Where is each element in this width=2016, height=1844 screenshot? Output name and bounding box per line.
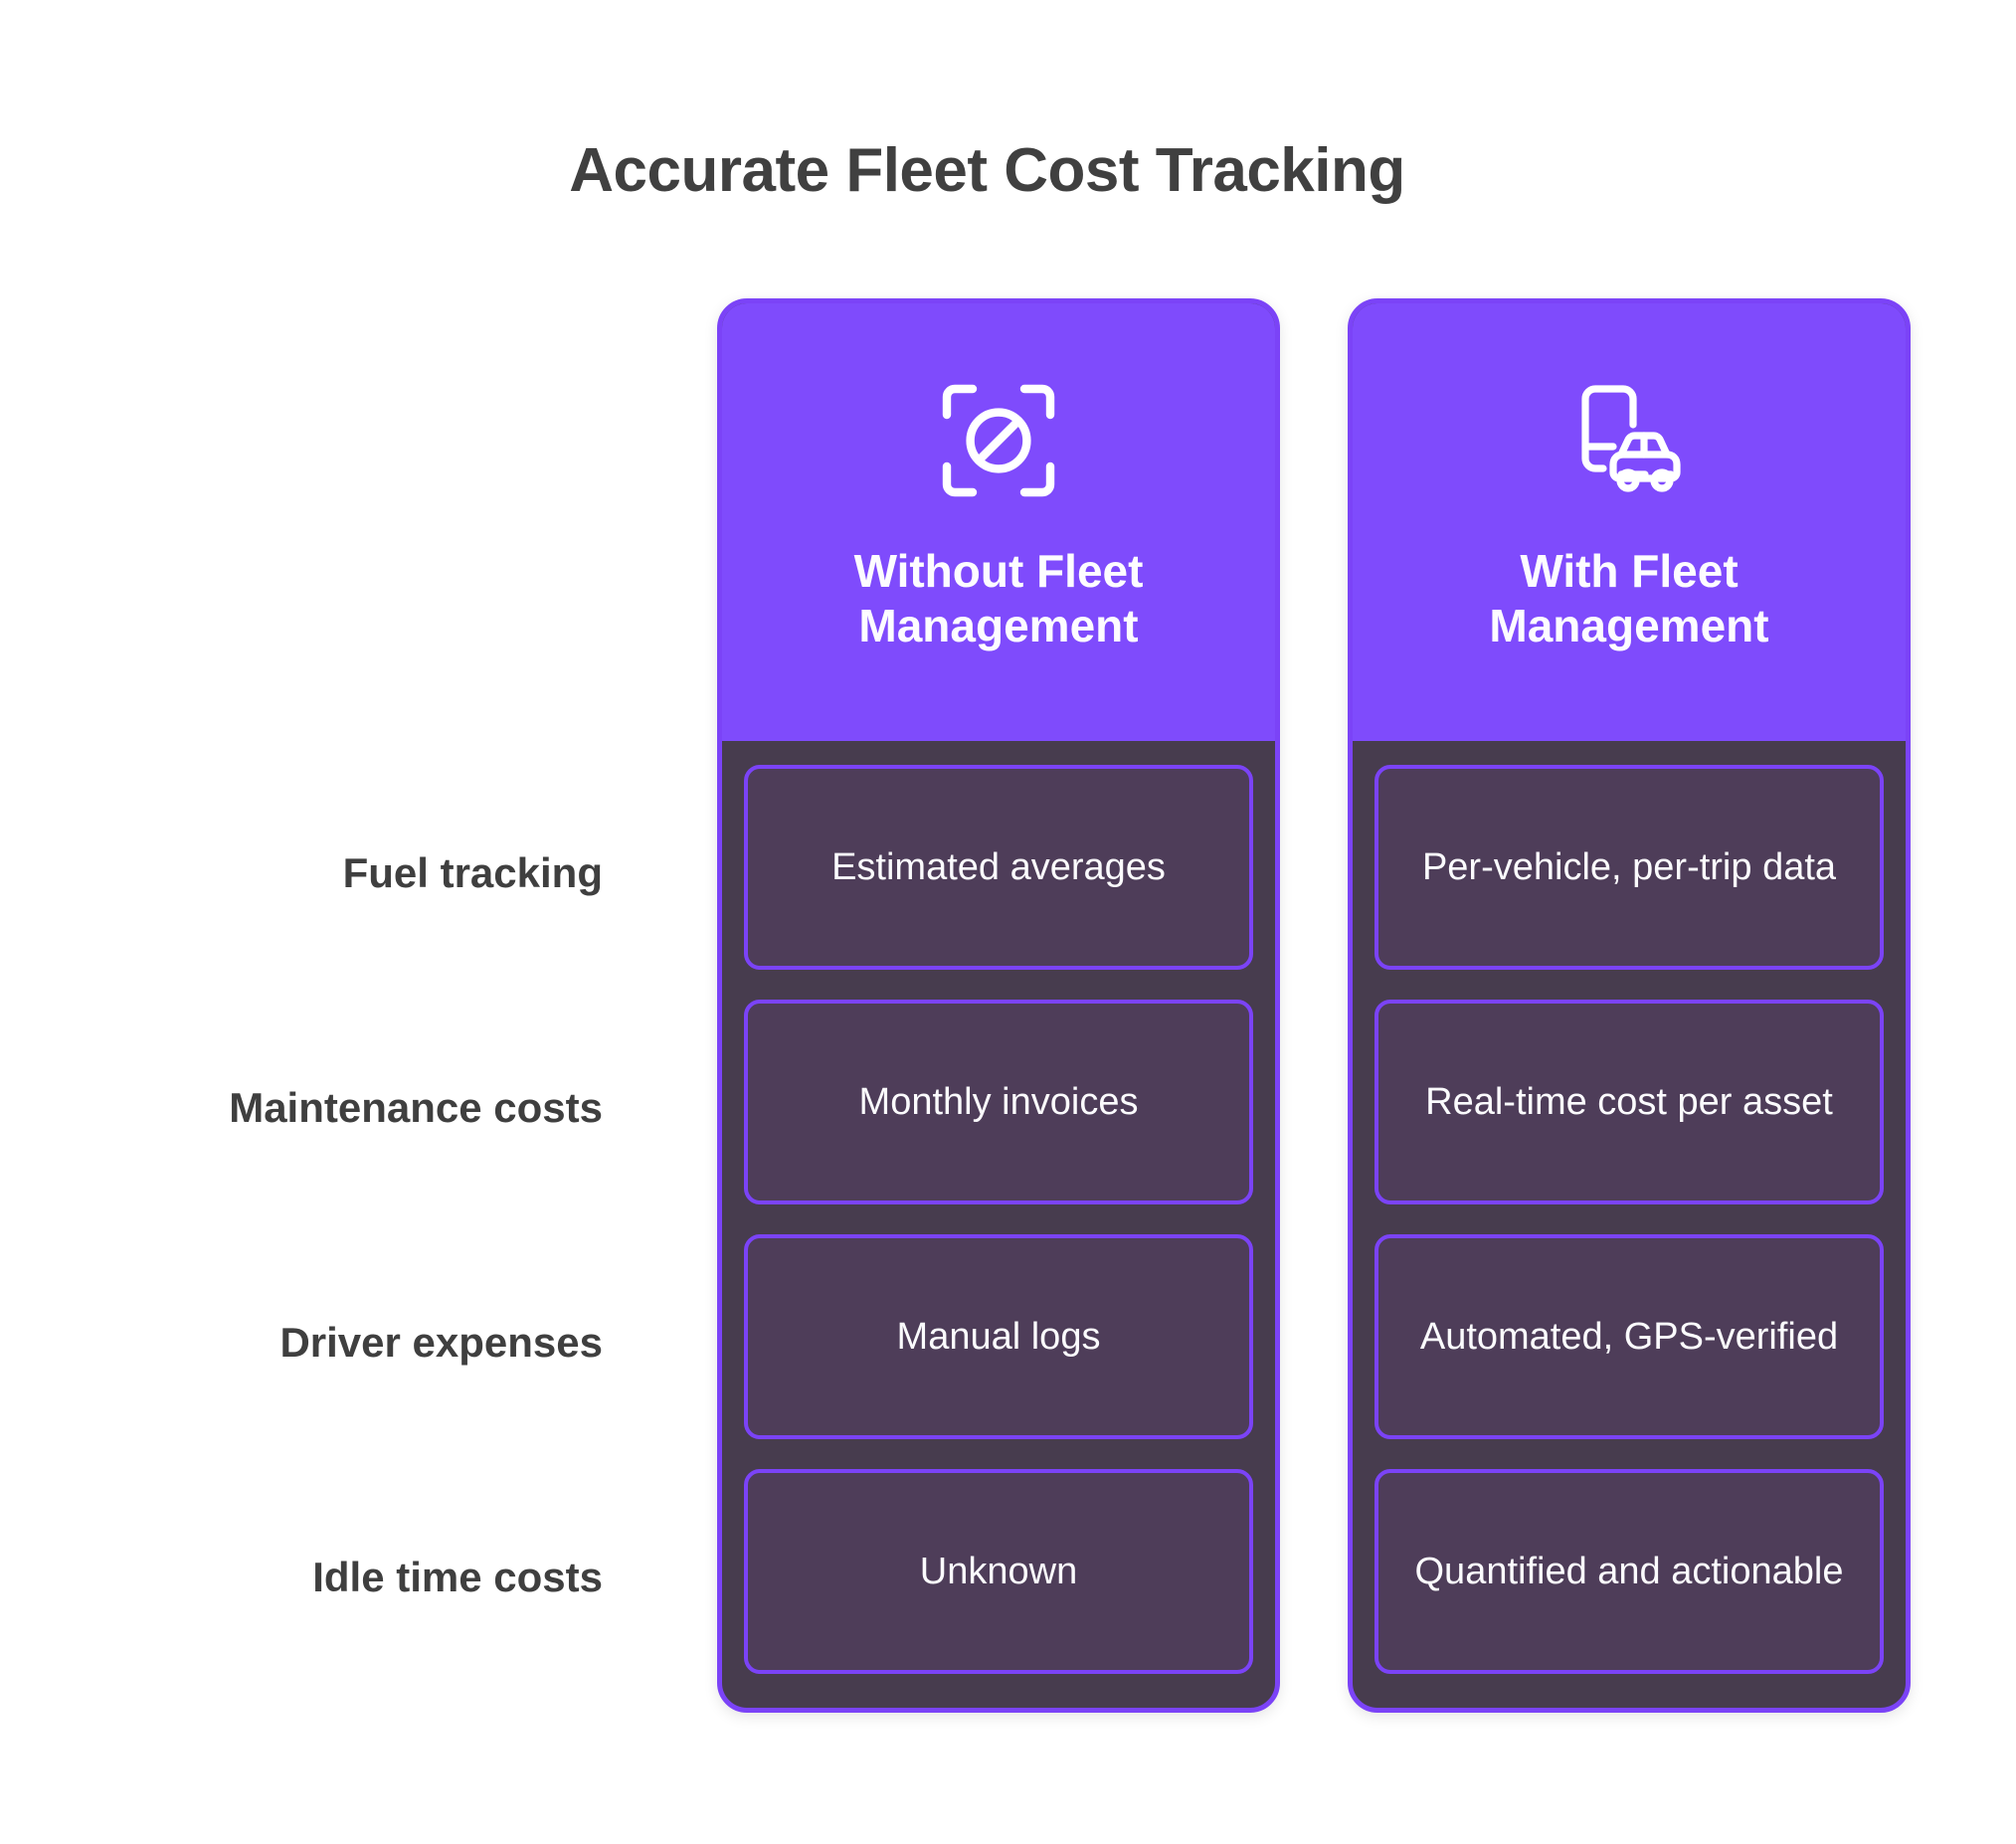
card-body-with-fleet-management: Per-vehicle, per-trip data Real-time cos…	[1353, 741, 1906, 1708]
card-title-with-fleet-management: With Fleet Management	[1489, 545, 1769, 652]
row-label-fuel-tracking: Fuel tracking	[342, 848, 603, 896]
cell-with-maintenance-costs: Real-time cost per asset	[1375, 1000, 1884, 1204]
column-card-without-fleet-management: Without Fleet Management Estimated avera…	[717, 298, 1280, 1713]
cell-without-maintenance-costs: Monthly invoices	[744, 1000, 1253, 1204]
row-label-idle-time-costs: Idle time costs	[312, 1553, 603, 1600]
cell-without-idle-time-costs: Unknown	[744, 1469, 1253, 1674]
row-label-driver-expenses: Driver expenses	[279, 1318, 603, 1366]
card-header-without-fleet-management: Without Fleet Management	[722, 303, 1275, 741]
cell-text: Monthly invoices	[858, 1080, 1139, 1123]
cell-text: Quantified and actionable	[1414, 1550, 1844, 1592]
cell-with-driver-expenses: Automated, GPS-verified	[1375, 1234, 1884, 1439]
scan-prohibited-icon	[935, 377, 1062, 504]
row-label-column: Fuel tracking Maintenance costs Driver e…	[119, 756, 607, 1695]
cell-with-fuel-tracking: Per-vehicle, per-trip data	[1375, 765, 1884, 970]
cell-text: Per-vehicle, per-trip data	[1421, 845, 1837, 888]
card-title-without-fleet-management: Without Fleet Management	[853, 545, 1144, 652]
cell-text: Automated, GPS-verified	[1419, 1315, 1839, 1358]
column-card-with-fleet-management: With Fleet Management Per-vehicle, per-t…	[1348, 298, 1911, 1713]
card-header-with-fleet-management: With Fleet Management	[1353, 303, 1906, 741]
page-title: Accurate Fleet Cost Tracking	[569, 136, 1405, 205]
phone-car-fleet-icon	[1565, 377, 1693, 504]
row-label-maintenance-costs: Maintenance costs	[229, 1083, 603, 1131]
cell-with-idle-time-costs: Quantified and actionable	[1375, 1469, 1884, 1674]
cell-text: Real-time cost per asset	[1425, 1080, 1833, 1123]
cell-without-fuel-tracking: Estimated averages	[744, 765, 1253, 970]
card-body-without-fleet-management: Estimated averages Monthly invoices Manu…	[722, 741, 1275, 1708]
cell-text: Unknown	[919, 1550, 1078, 1592]
cell-text: Estimated averages	[831, 845, 1166, 888]
cell-without-driver-expenses: Manual logs	[744, 1234, 1253, 1439]
cell-text: Manual logs	[896, 1315, 1101, 1358]
comparison-grid: Fuel tracking Maintenance costs Driver e…	[0, 298, 2016, 1721]
